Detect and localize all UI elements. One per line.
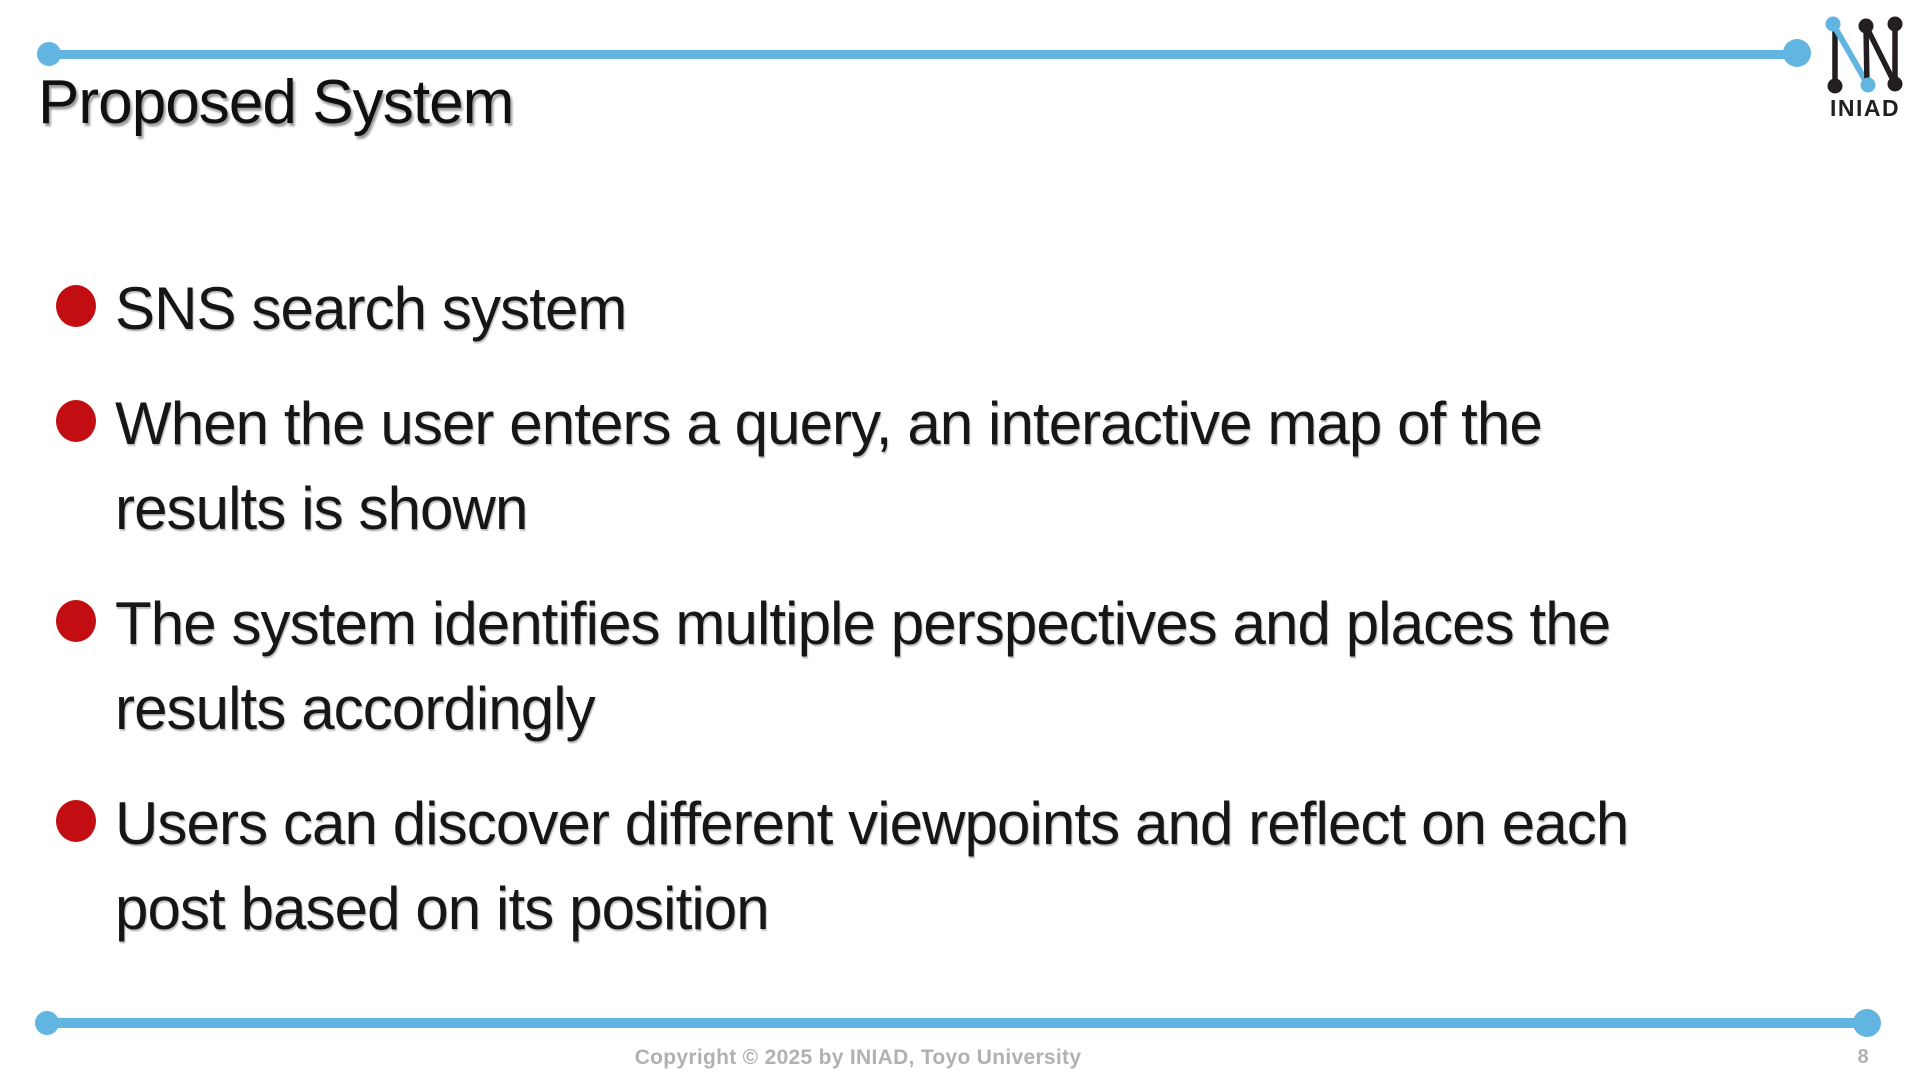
bullet-text: When the user enters a query, an interac… <box>115 381 1543 551</box>
bullet-icon <box>56 600 96 642</box>
bullet-item: The system identifies multiple perspecti… <box>56 581 1906 751</box>
bullet-list: SNS search system When the user enters a… <box>56 266 1906 981</box>
slide-title: Proposed System <box>38 68 514 137</box>
iniad-logo-text: INIAD <box>1830 95 1900 121</box>
bottom-divider <box>47 1018 1867 1028</box>
bullet-line: Users can discover different viewpoints … <box>115 790 1629 857</box>
bullet-icon <box>56 800 96 842</box>
bullet-line: results is shown <box>115 475 528 542</box>
bottom-divider-right-dot <box>1853 1009 1881 1037</box>
bottom-divider-left-dot <box>35 1011 59 1035</box>
bullet-line: results accordingly <box>115 675 596 742</box>
bullet-line: When the user enters a query, an interac… <box>115 390 1543 457</box>
bullet-icon <box>56 400 96 442</box>
bullet-item: When the user enters a query, an interac… <box>56 381 1906 551</box>
copyright-notice: Copyright © 2025 by INIAD, Toyo Universi… <box>634 1046 1082 1069</box>
bullet-line: The system identifies multiple perspecti… <box>115 590 1611 657</box>
bullet-line: SNS search system <box>115 275 627 342</box>
iniad-logo: INIAD <box>1818 4 1914 130</box>
page-number: 8 <box>1857 1046 1869 1068</box>
bullet-item: SNS search system <box>56 266 1906 351</box>
top-divider <box>49 50 1797 59</box>
bullet-text: Users can discover different viewpoints … <box>115 781 1629 951</box>
top-divider-left-dot <box>37 42 61 66</box>
bullet-line: post based on its position <box>115 875 770 942</box>
bullet-icon <box>56 285 96 327</box>
bullet-item: Users can discover different viewpoints … <box>56 781 1906 951</box>
bullet-text: The system identifies multiple perspecti… <box>115 581 1611 751</box>
bullet-text: SNS search system <box>115 266 627 351</box>
iniad-logo-icon: INIAD <box>1825 16 1903 121</box>
top-divider-right-dot <box>1783 39 1811 67</box>
